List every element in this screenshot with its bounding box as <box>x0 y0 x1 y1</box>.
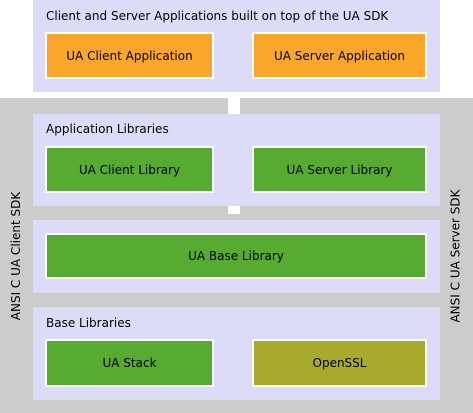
client-sdk-label: ANSI C UA Client SDK <box>9 191 23 320</box>
ua-server-library-box: UA Server Library <box>252 146 427 193</box>
ua-stack-box: UA Stack <box>45 339 214 387</box>
ua-server-application-box: UA Server Application <box>252 32 427 79</box>
base-libraries-title: Base Libraries <box>46 316 131 330</box>
base-library-panel: UA Base Library <box>33 220 440 293</box>
connector-top <box>228 98 240 115</box>
base-libraries-panel: Base Libraries UA Stack OpenSSL <box>33 307 440 400</box>
connector-middle <box>228 206 240 214</box>
openssl-box: OpenSSL <box>252 339 427 387</box>
application-libraries-title: Application Libraries <box>46 122 169 136</box>
ua-client-application-box: UA Client Application <box>45 32 214 79</box>
server-sdk-label: ANSI C UA Server SDK <box>449 188 463 323</box>
applications-panel-title: Client and Server Applications built on … <box>46 9 389 23</box>
application-libraries-panel: Application Libraries UA Client Library … <box>33 114 440 206</box>
ua-base-library-box: UA Base Library <box>45 233 427 279</box>
applications-panel: Client and Server Applications built on … <box>33 0 440 92</box>
ua-client-library-box: UA Client Library <box>45 146 214 193</box>
